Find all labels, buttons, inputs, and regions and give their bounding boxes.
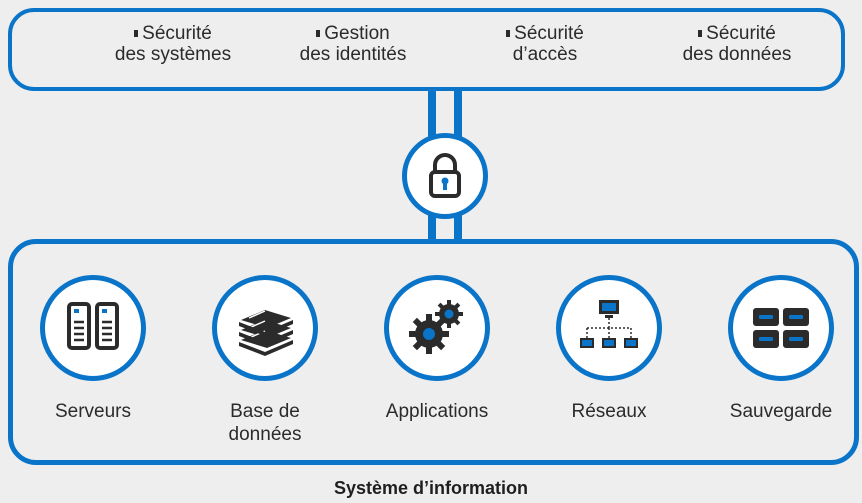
padlock-node [402,133,488,219]
component-servers [40,275,146,381]
security-item-title: Sécurité [652,23,822,44]
component-label-line1: Réseaux [571,401,647,422]
security-item-subtitle: des données [682,44,792,65]
component-label-line1: Applications [385,401,489,422]
security-item-subtitle: des identités [299,44,407,65]
diagram-caption: Système d’information [333,478,529,498]
padlock-icon [429,153,461,198]
gears-icon [409,300,463,354]
component-label: Réseaux [534,400,684,423]
security-item-subtitle: des systèmes [114,44,232,65]
component-database [212,275,318,381]
component-label: Applications [362,400,512,423]
component-label-line2: données [228,424,302,445]
security-item-data: Sécurité des données [652,23,822,65]
network-icon [580,300,638,348]
security-item-title: Sécurité [460,23,630,44]
component-label: Serveurs [18,400,168,423]
component-label: Sauvegarde [706,400,856,423]
security-item-systems: Sécurité des systèmes [88,23,258,65]
storage-drives-icon [753,308,809,348]
security-item-access: Sécurité d’accès [460,23,630,65]
security-item-identities: Gestion des identités [268,23,438,65]
component-networks [556,275,662,381]
servers-icon [67,302,119,350]
security-item-subtitle: d’accès [512,44,578,65]
component-applications [384,275,490,381]
books-icon [239,310,293,356]
component-label-line1: Sauvegarde [729,401,833,422]
component-backup [728,275,834,381]
security-item-title: Gestion [268,23,438,44]
security-item-title: Sécurité [88,23,258,44]
security-domains-panel [8,8,845,91]
component-label-line1: Serveurs [54,401,132,422]
component-label: Base de données [190,400,340,446]
component-label-line1: Base de [230,401,300,422]
